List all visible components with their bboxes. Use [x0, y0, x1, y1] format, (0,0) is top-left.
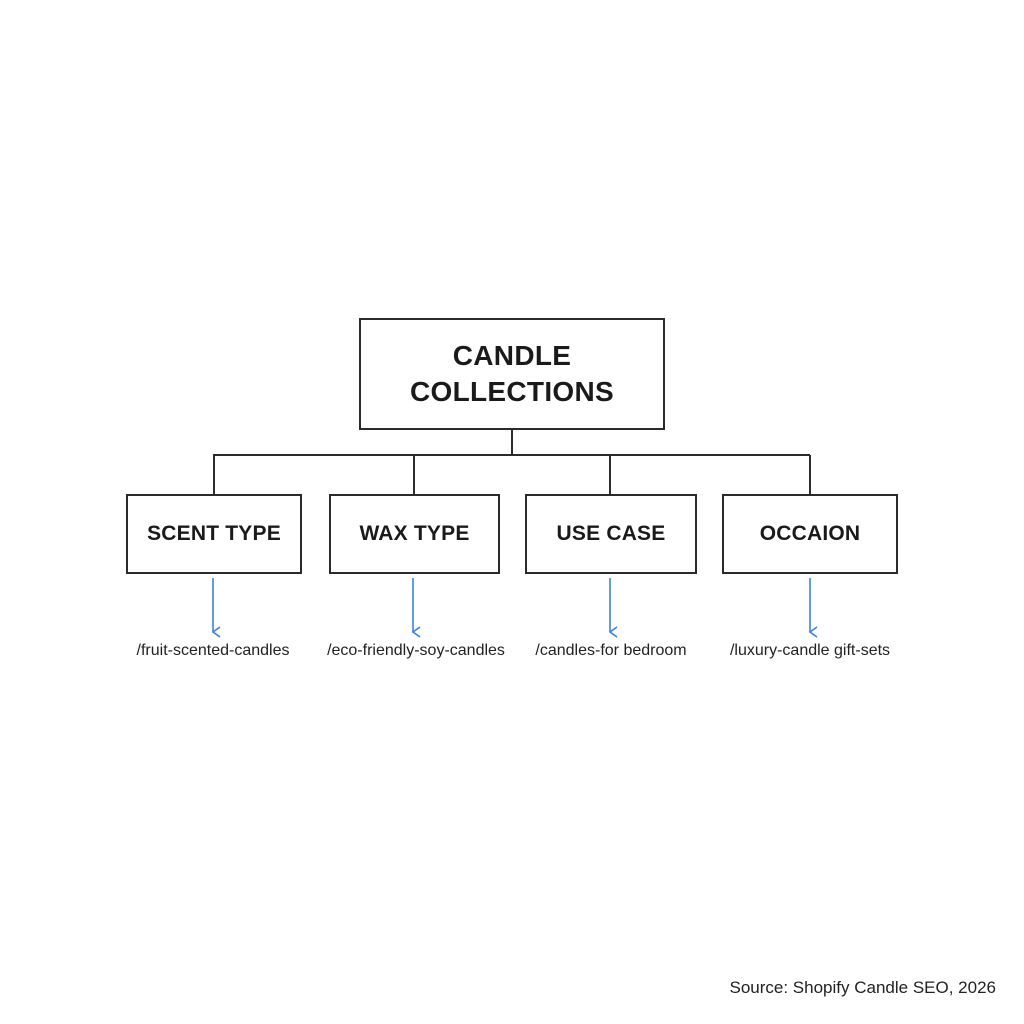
url-use-case: /candles-for bedroom — [535, 642, 687, 659]
node-wax-type: WAX TYPE — [329, 494, 500, 574]
node-label: OCCAION — [759, 522, 861, 545]
url-occasion: /luxury-candle gift-sets — [729, 642, 891, 659]
node-label: USE CASE — [556, 522, 666, 545]
root-node: CANDLE COLLECTIONS — [359, 318, 665, 430]
source-caption: Source: Shopify Candle SEO, 2026 — [729, 978, 997, 997]
node-occasion: OCCAION — [722, 494, 898, 574]
node-label: SCENT TYPE — [147, 522, 281, 545]
url-scent-type: /fruit-scented-candles — [136, 642, 290, 659]
url-wax-type: /eco-friendly-soy-candles — [327, 642, 505, 659]
node-label: WAX TYPE — [359, 522, 470, 545]
node-scent-type: SCENT TYPE — [126, 494, 302, 574]
root-label: CANDLE COLLECTIONS — [410, 340, 614, 407]
node-use-case: USE CASE — [525, 494, 697, 574]
